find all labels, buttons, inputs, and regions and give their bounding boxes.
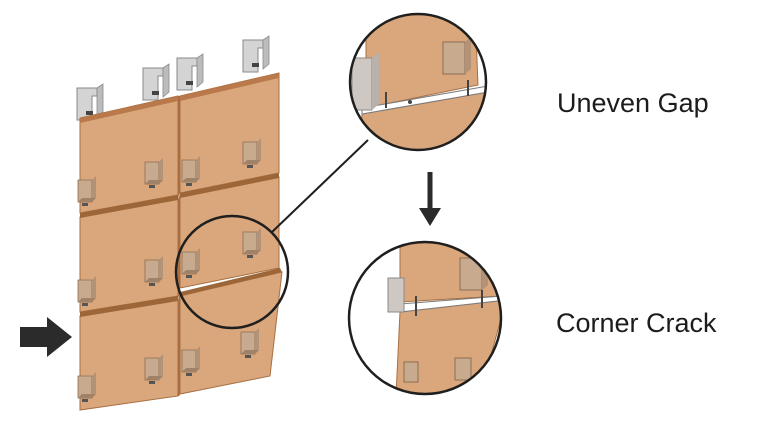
detail-circle-top [348,12,488,152]
arrow-right-icon [20,317,72,357]
bracket-top-2 [142,63,170,101]
detail-uneven-gap [348,12,488,152]
detail-circle-bottom [347,240,503,396]
cladding-wall [76,35,290,411]
panel-row2-right [179,173,280,289]
detail-highlight-circle [174,214,290,330]
bracket-top-1 [76,83,104,121]
leader-line [271,139,369,233]
label-corner-crack: Corner Crack [556,308,717,338]
bracket-top-3 [176,53,204,91]
panel-row3-right-displaced [179,268,283,395]
arrow-down-icon [419,172,441,226]
label-uneven-gap: Uneven Gap [557,88,709,118]
bracket-top-4 [242,35,270,73]
detail-corner-crack [347,240,503,396]
